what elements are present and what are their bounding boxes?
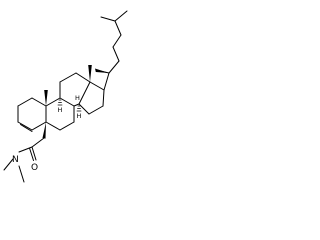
ring-a: [17, 97, 47, 132]
bond-c13-c12: [75, 72, 91, 83]
ring-b: [44, 90, 75, 131]
oxygen-label: O: [31, 163, 38, 173]
bond-c16-c15: [88, 105, 104, 115]
nitrogen-label: N: [12, 155, 19, 165]
wedge-c5-ch2: [42, 122, 46, 139]
bond-c14-c13: [78, 81, 91, 105]
h-label-c8: H: [75, 94, 80, 102]
bond-c25-c27: [114, 10, 128, 22]
bond-c15-c14: [78, 103, 90, 115]
bond-c3-c4-double: [20, 124, 33, 132]
bond-carbonyl-n: [18, 146, 33, 153]
bond-c23-c24: [112, 34, 122, 48]
hash-c9-h: [57, 99, 63, 106]
bond-ch2-carbonyl: [31, 137, 45, 148]
bond-c3-c4: [17, 121, 33, 131]
bond-c10-c1: [31, 97, 47, 107]
bond-c13-c17: [89, 81, 105, 91]
wedge-c19-methyl: [44, 90, 48, 106]
bond-c25-c26: [100, 16, 116, 22]
bond-n-methyl-a: [3, 158, 14, 171]
ring-d: [78, 81, 105, 115]
bond-c1-c2: [17, 97, 33, 107]
h-label-c14: H: [77, 112, 82, 120]
bond-c9-c10: [45, 97, 61, 107]
dimethylacetamide-group: [3, 122, 46, 183]
bond-c5-c6: [45, 121, 61, 131]
bond-c22-c23: [112, 46, 120, 62]
bond-c17-c16: [102, 89, 105, 107]
bond-c9-c8: [59, 97, 75, 107]
bond-c8-c14: [73, 103, 80, 107]
steroid-amide-structure: O N H H H: [3, 10, 128, 183]
ring-c: [59, 65, 92, 107]
bond-c4-c5: [31, 121, 47, 131]
bond-c17-c20: [103, 72, 110, 91]
bond-n-methyl-b: [18, 165, 25, 183]
bond-c12-c11: [59, 72, 77, 83]
hash-c14-h: [76, 105, 82, 112]
wedge-c18-methyl: [88, 65, 92, 82]
bond-carbonyl-o: [31, 146, 37, 161]
bond-c20-c22: [108, 60, 120, 74]
h-label-c9: H: [58, 106, 63, 114]
bond-c24-c25: [114, 20, 122, 36]
bond-carbonyl-o-double: [29, 147, 34, 161]
wedge-c21-methyl: [95, 68, 109, 73]
isooctyl-side-chain: [95, 10, 128, 91]
bond-c6-c7: [59, 121, 75, 131]
